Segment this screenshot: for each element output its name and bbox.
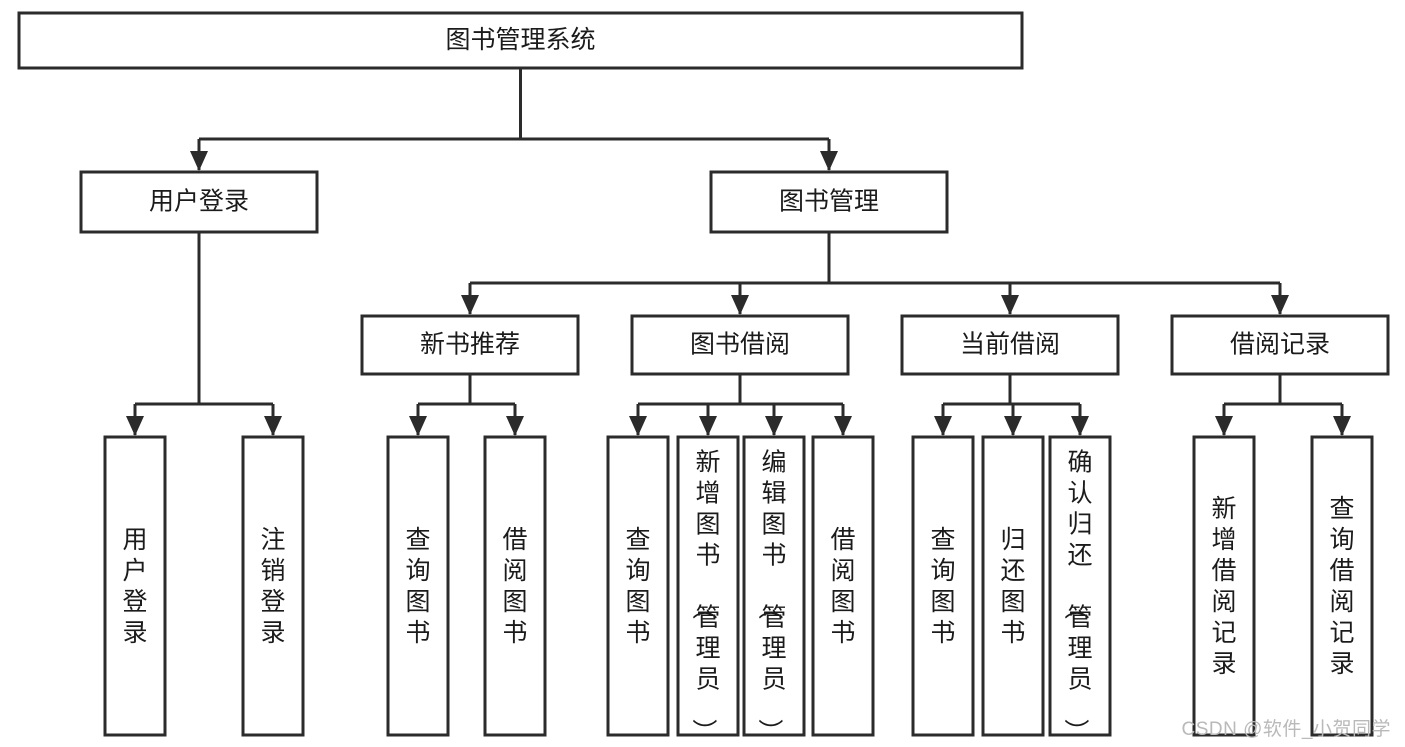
node-label-leaf-bb-borrow: 借阅图书	[830, 526, 855, 647]
connector-from-borrow-record	[1215, 374, 1351, 436]
node-leaf-rec-query[interactable]: 查询图书	[386, 435, 450, 737]
connector-from-root	[190, 68, 838, 171]
node-label-leaf-logout: 注销登录	[260, 526, 285, 647]
node-book-borrow[interactable]: 图书借阅	[630, 314, 850, 376]
node-label-borrow-record: 借阅记录	[1230, 331, 1330, 359]
node-label-leaf-cb-return: 归还图书	[1000, 526, 1025, 647]
connector-from-book-borrow	[629, 374, 852, 436]
node-box-leaf-bb-query	[606, 435, 670, 737]
node-user-login[interactable]: 用户登录	[79, 170, 319, 234]
node-label-current-borrow: 当前借阅	[960, 331, 1060, 359]
node-box-book-manage	[709, 170, 949, 234]
connector-from-current-borrow	[934, 374, 1089, 436]
node-current-borrow[interactable]: 当前借阅	[900, 314, 1120, 376]
node-leaf-cb-confirm[interactable]: 确认归还（管理员）	[1048, 435, 1112, 744]
node-new-book-rec[interactable]: 新书推荐	[360, 314, 580, 376]
node-leaf-rec-borrow[interactable]: 借阅图书	[483, 435, 547, 737]
node-box-leaf-bb-borrow	[811, 435, 875, 737]
node-box-current-borrow	[900, 314, 1120, 376]
node-leaf-cb-query[interactable]: 查询图书	[911, 435, 975, 737]
node-leaf-user-login[interactable]: 用户登录	[103, 435, 167, 737]
node-label-book-manage: 图书管理	[779, 188, 879, 216]
node-box-leaf-br-query	[1310, 435, 1374, 737]
node-box-user-login	[79, 170, 319, 234]
node-box-leaf-br-add	[1192, 435, 1256, 737]
node-leaf-bb-borrow[interactable]: 借阅图书	[811, 435, 875, 737]
node-box-leaf-rec-borrow	[483, 435, 547, 737]
node-label-leaf-cb-confirm: 确认归还（管理员）	[1061, 449, 1092, 744]
node-label-leaf-bb-query: 查询图书	[625, 526, 650, 647]
node-label-leaf-cb-query: 查询图书	[930, 526, 955, 647]
node-leaf-br-query[interactable]: 查询借阅记录	[1310, 435, 1374, 737]
node-borrow-record[interactable]: 借阅记录	[1170, 314, 1390, 376]
node-box-leaf-cb-query	[911, 435, 975, 737]
node-leaf-br-add[interactable]: 新增借阅记录	[1192, 435, 1256, 737]
node-label-leaf-user-login: 用户登录	[122, 526, 147, 647]
node-root[interactable]: 图书管理系统	[17, 11, 1024, 70]
node-leaf-cb-return[interactable]: 归还图书	[981, 435, 1045, 737]
node-label-leaf-rec-borrow: 借阅图书	[502, 526, 527, 647]
node-box-leaf-user-login	[103, 435, 167, 737]
node-layer: 图书管理系统用户登录图书管理新书推荐图书借阅当前借阅借阅记录用户登录注销登录查询…	[17, 11, 1390, 744]
node-box-leaf-cb-confirm	[1048, 435, 1112, 737]
node-box-book-borrow	[630, 314, 850, 376]
node-leaf-logout[interactable]: 注销登录	[241, 435, 305, 737]
connector-from-new-book-rec	[409, 374, 524, 436]
node-box-leaf-bb-add	[676, 435, 740, 737]
node-leaf-bb-query[interactable]: 查询图书	[606, 435, 670, 737]
node-box-root	[17, 11, 1024, 70]
node-box-new-book-rec	[360, 314, 580, 376]
node-leaf-bb-add[interactable]: 新增图书（管理员）	[676, 435, 740, 744]
connector-layer	[126, 68, 1351, 436]
node-label-user-login: 用户登录	[149, 188, 249, 216]
node-label-leaf-rec-query: 查询图书	[405, 526, 430, 647]
node-box-borrow-record	[1170, 314, 1390, 376]
node-label-leaf-br-add: 新增借阅记录	[1211, 495, 1236, 678]
node-box-leaf-logout	[241, 435, 305, 737]
node-book-manage[interactable]: 图书管理	[709, 170, 949, 234]
node-label-leaf-bb-edit: 编辑图书（管理员）	[755, 449, 786, 744]
node-label-book-borrow: 图书借阅	[690, 331, 790, 359]
connector-from-book-manage	[461, 232, 1289, 315]
node-label-new-book-rec: 新书推荐	[420, 331, 520, 359]
node-leaf-bb-edit[interactable]: 编辑图书（管理员）	[742, 435, 806, 744]
node-box-leaf-bb-edit	[742, 435, 806, 737]
node-label-leaf-br-query: 查询借阅记录	[1329, 495, 1354, 678]
node-box-leaf-cb-return	[981, 435, 1045, 737]
node-label-leaf-bb-add: 新增图书（管理员）	[689, 449, 720, 744]
node-box-leaf-rec-query	[386, 435, 450, 737]
connector-from-user-login	[126, 232, 282, 436]
node-label-root: 图书管理系统	[445, 26, 595, 54]
